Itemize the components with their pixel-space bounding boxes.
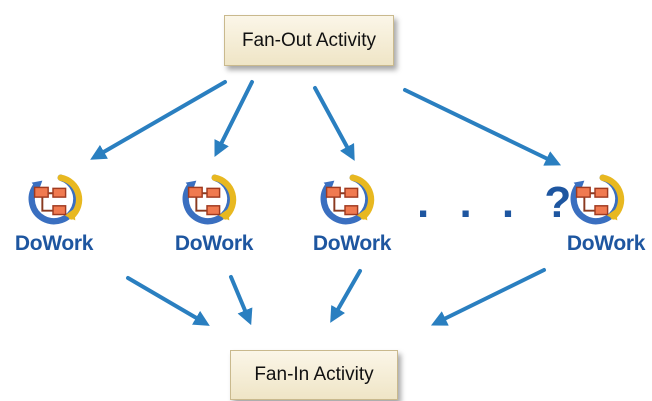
dowork-node-1: DoWork [4,169,104,269]
fan-out-activity-box: Fan-Out Activity [224,15,394,66]
arrow-dowork-3-to-fanin [330,269,362,323]
dowork-label: DoWork [566,232,646,255]
workflow-icon [182,174,237,225]
dowork-label: DoWork [174,232,254,255]
dowork-node-3: DoWork [302,169,402,269]
dowork-node-4: DoWork [556,169,652,269]
fan-in-activity-box: Fan-In Activity [230,350,398,400]
fan-out-activity-label: Fan-Out Activity [241,29,377,51]
workflow-icon [570,174,625,225]
dowork-label: DoWork [14,232,94,255]
arrow-dowork-4-to-fanin [430,268,546,326]
arrow-fanout-to-dowork-1 [90,80,227,160]
dowork-node-2: DoWork [164,169,264,269]
arrow-fanout-to-dowork-3 [313,86,355,161]
arrow-dowork-2-to-fanin [229,275,253,326]
dowork-label: DoWork [312,232,392,255]
more-nodes-indicator: . . . ? [417,178,581,227]
fan-in-activity-label: Fan-In Activity [254,364,374,385]
arrow-fanout-to-dowork-2 [214,80,254,158]
workflow-icon [320,174,375,225]
arrow-fanout-to-dowork-4 [403,88,562,166]
arrow-dowork-1-to-fanin [126,276,210,326]
workflow-icon [28,174,83,225]
